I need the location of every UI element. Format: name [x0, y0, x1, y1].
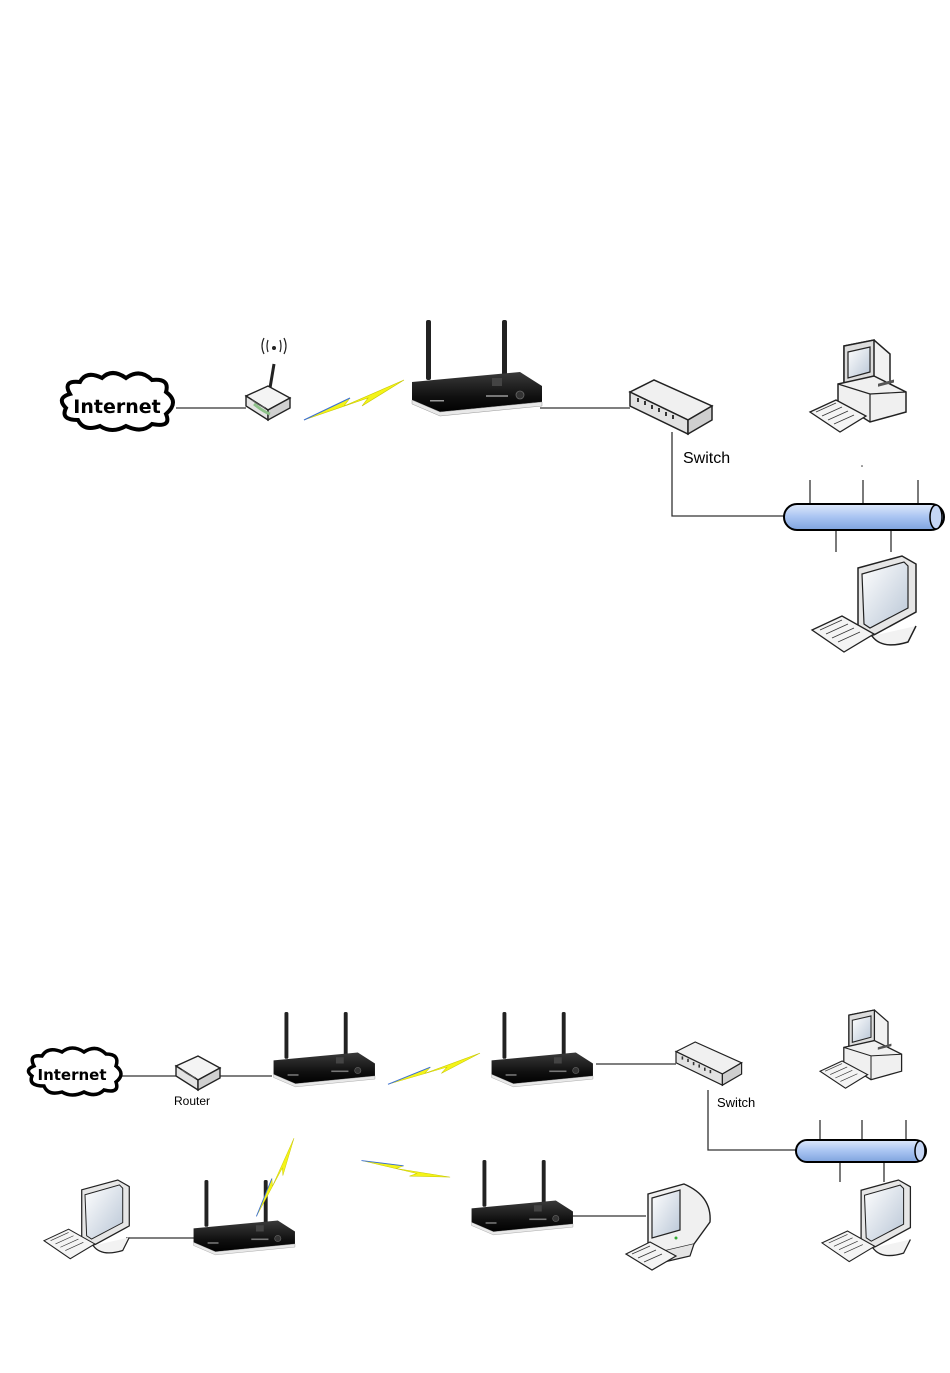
- router-icon: [176, 1056, 220, 1090]
- lcd-monitor-icon: [44, 1180, 129, 1259]
- cloud-icon: Internet: [28, 1048, 121, 1095]
- switch-label: Switch: [717, 1095, 755, 1110]
- crt-monitor-icon: [626, 1184, 710, 1270]
- diagram-1: Internet Switch: [62, 320, 944, 652]
- lightning-icon: [388, 1053, 480, 1084]
- lcd-monitor-icon: [812, 556, 916, 652]
- access-point-icon: [274, 1012, 375, 1087]
- diagram-2: Internet Router: [28, 1010, 926, 1270]
- internet-label: Internet: [37, 1066, 106, 1084]
- network-bus-icon: [784, 504, 944, 530]
- lcd-monitor-icon: [822, 1180, 910, 1262]
- link-switch-bus: [672, 432, 786, 516]
- internet-label: Internet: [73, 396, 160, 418]
- cloud-icon: Internet: [62, 373, 173, 430]
- access-point-icon: [194, 1180, 295, 1255]
- router-label: Router: [174, 1094, 210, 1108]
- access-point-icon: [472, 1160, 573, 1235]
- wireless-router-icon: [246, 338, 290, 420]
- network-bus-icon: [796, 1140, 926, 1162]
- access-point-icon: [492, 1012, 593, 1087]
- desktop-computer-icon: [810, 340, 906, 432]
- lightning-icon: [304, 380, 404, 420]
- switch-label: Switch: [683, 450, 730, 467]
- access-point-icon: [412, 320, 542, 416]
- lightning-icon: [236, 1138, 314, 1216]
- switch-icon: [676, 1042, 742, 1085]
- switch-icon: [630, 380, 712, 434]
- lightning-icon: [362, 1135, 451, 1203]
- desktop-computer-icon: [820, 1010, 902, 1088]
